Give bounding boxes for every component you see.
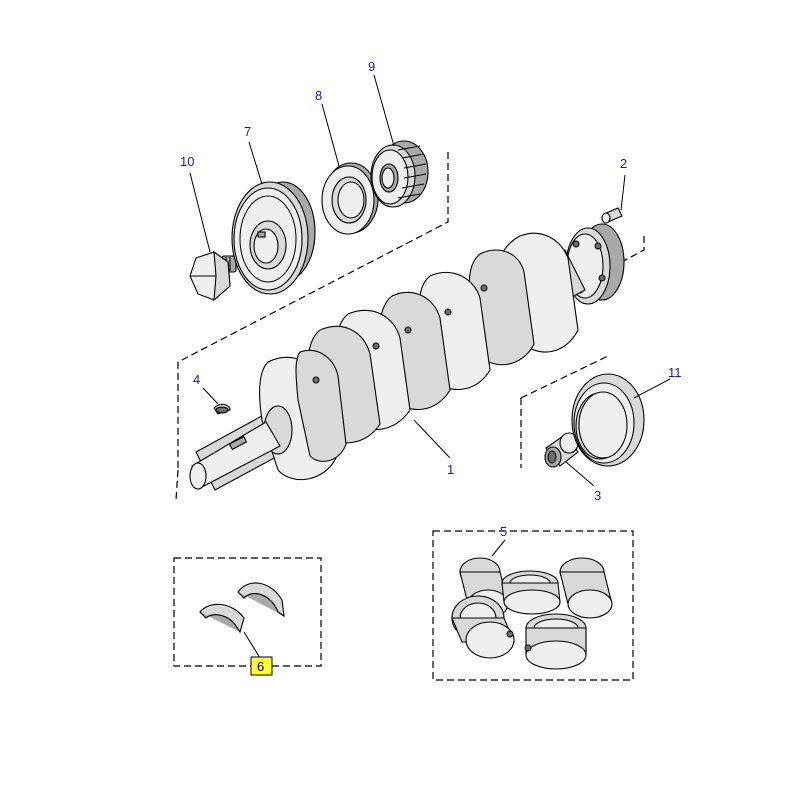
callout-3: 3 [594,488,601,503]
ring-group-outline [520,355,609,468]
starter-ring-seal[interactable] [571,373,645,467]
callout-6-highlight[interactable]: 6 [250,656,273,676]
main-bearing-shells[interactable] [451,557,613,670]
leader-8 [321,103,340,167]
leader-1 [413,419,451,459]
callout-2: 2 [620,156,627,171]
flywheel-dowel-pin[interactable] [601,207,623,224]
callout-1: 1 [447,462,454,477]
leader-11 [633,378,671,399]
leader-6 [243,631,261,659]
front-oil-seal[interactable] [321,162,379,235]
crankshaft-pulley-damper[interactable] [231,181,316,295]
leader-10 [189,172,211,253]
crankshaft[interactable] [189,223,625,491]
thrust-washer-group-outline [173,557,322,667]
leader-lines [189,74,671,659]
leader-9 [373,74,395,147]
leader-3 [565,461,595,487]
callout-10: 10 [180,154,194,169]
leader-2 [620,174,626,211]
spigot-bush[interactable] [544,432,579,468]
thrust-washers[interactable] [199,582,285,634]
leader-7 [248,141,263,185]
callout-8: 8 [315,88,322,103]
crankshaft-timing-gear[interactable] [370,140,429,208]
leader-5 [491,539,506,557]
woodruff-key[interactable] [213,403,231,415]
main-bearing-group-outline [432,530,634,681]
callout-5: 5 [500,524,507,539]
callout-6: 6 [257,659,264,674]
callout-4: 4 [193,372,200,387]
leader-4 [202,387,219,405]
callout-9: 9 [368,59,375,74]
callout-7: 7 [244,124,251,139]
callout-11: 11 [668,365,682,380]
crankshaft-pulley-bolt[interactable] [189,250,237,302]
